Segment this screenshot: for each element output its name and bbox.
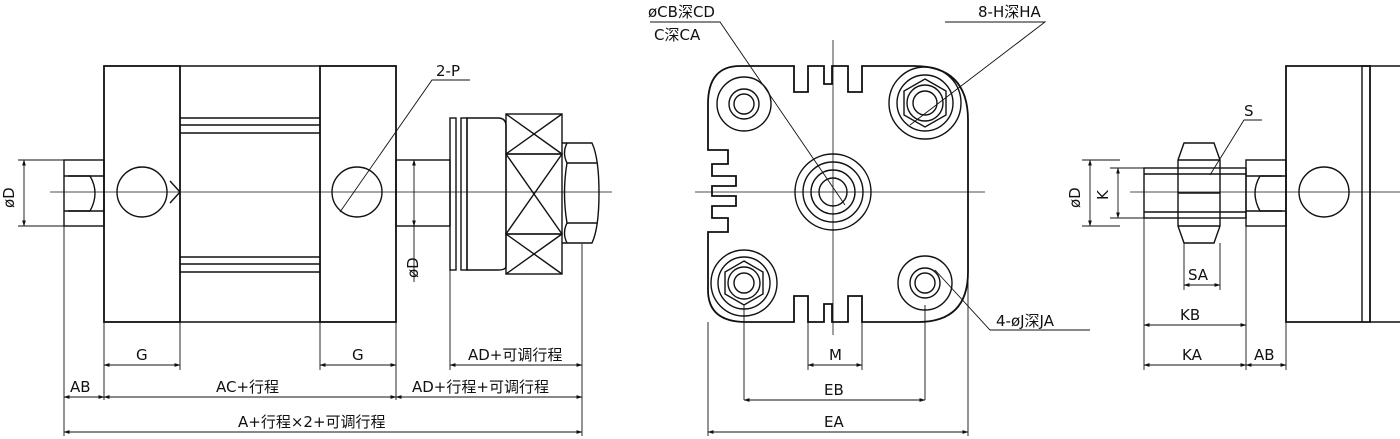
labels: 2-P øD øD G G AD+可调行程 AB AC+行程 AD+行程+可调行…: [0, 3, 1275, 431]
piston-rod: [395, 159, 451, 227]
sa-label: SA: [1188, 266, 1209, 284]
j-label: 4-øJ深JA: [996, 312, 1055, 330]
g-left-label: G: [136, 346, 148, 364]
port-label: 2-P: [436, 62, 460, 80]
ab-right-label: AB: [1254, 346, 1275, 364]
k-label: K: [1094, 189, 1112, 200]
lock-nut: [562, 142, 600, 244]
ea-label: EA: [824, 413, 844, 431]
ac-label: AC+行程: [216, 378, 279, 396]
h-label: 8-H深HA: [978, 3, 1042, 21]
side-nut: [1177, 142, 1221, 244]
port-top-left: [716, 76, 772, 132]
a-total-label: A+行程×2+可调行程: [238, 413, 386, 431]
ad-adjust-label: AD+可调行程: [468, 346, 562, 364]
adjuster-body: [466, 113, 563, 275]
ka-label: KA: [1182, 346, 1203, 364]
flange-ring-1: [449, 117, 457, 271]
side-view: [1130, 65, 1400, 323]
port-bottom-right: [897, 255, 953, 311]
cb-label: øCB深CD: [648, 3, 715, 21]
c-label: C深CA: [654, 26, 701, 44]
dimension-lines: [18, 21, 1287, 436]
side-dia-label: øD: [1066, 187, 1084, 208]
rod-dia-label: øD: [404, 257, 422, 278]
side-stub: [1245, 159, 1287, 227]
left-dia-label: øD: [0, 187, 18, 208]
eb-label: EB: [824, 381, 844, 399]
bolt-top-right: [888, 66, 962, 140]
flange-ring-2: [460, 117, 468, 271]
end-plate-outline: [707, 65, 969, 323]
end-view: [695, 40, 985, 335]
cylinder-barrel: [180, 65, 320, 323]
left-end-cap: [103, 65, 181, 323]
kb-label: KB: [1180, 306, 1200, 324]
front-view: [50, 65, 612, 323]
left-rod-stub: [63, 159, 105, 227]
s-label: S: [1244, 102, 1254, 120]
m-label: M: [829, 346, 842, 364]
ab-left-label: AB: [70, 378, 91, 396]
g-right-label: G: [352, 346, 364, 364]
ad-total-label: AD+行程+可调行程: [412, 378, 549, 396]
threaded-rod: [1143, 167, 1247, 219]
